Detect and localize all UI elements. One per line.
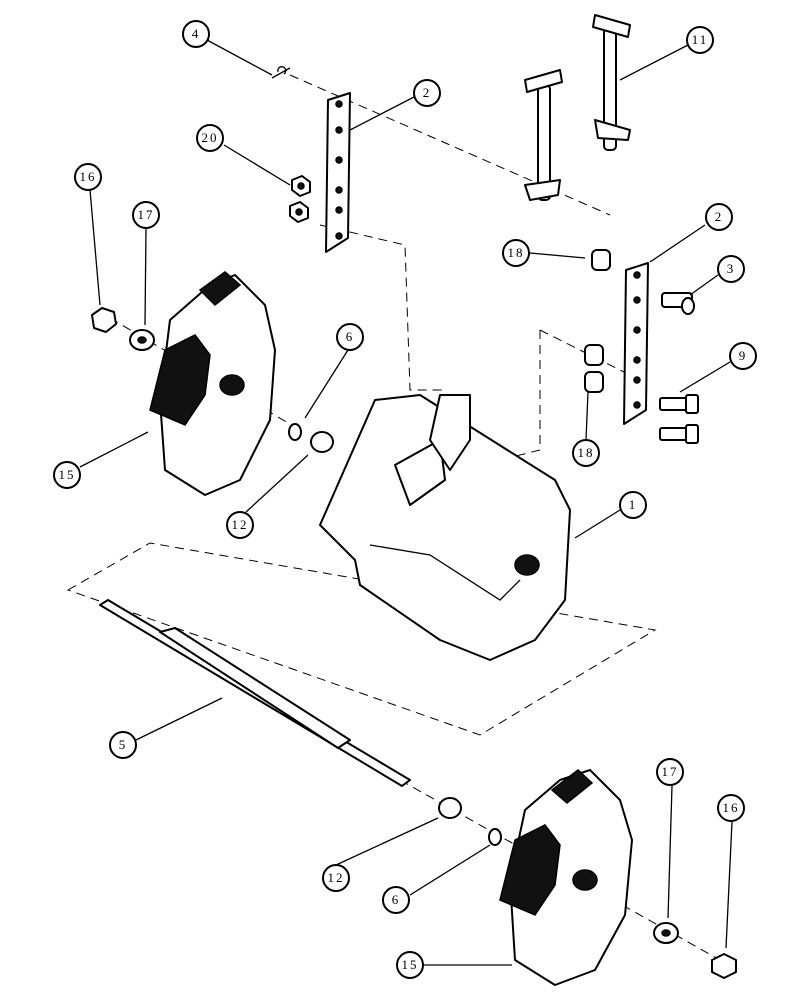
svg-text:4: 4: [192, 26, 201, 41]
svg-text:20: 20: [202, 130, 219, 145]
callout-12b: 12: [322, 864, 350, 892]
center-weight-block: [319, 394, 571, 661]
callout-16b: 16: [717, 794, 745, 822]
svg-text:15: 15: [59, 467, 76, 482]
callout-15b: 15: [396, 951, 424, 979]
callout-16a: 16: [74, 163, 102, 191]
svg-text:18: 18: [578, 445, 595, 460]
lock-pins: [524, 14, 631, 201]
svg-text:15: 15: [402, 957, 419, 972]
callout-2a: 2: [413, 79, 441, 107]
callout-17a: 17: [132, 201, 160, 229]
clevis-pin: [661, 292, 695, 315]
svg-text:16: 16: [80, 169, 97, 184]
svg-text:17: 17: [138, 207, 155, 222]
svg-text:6: 6: [392, 892, 401, 907]
callout-3: 3: [717, 255, 745, 283]
svg-text:2: 2: [715, 209, 724, 224]
svg-text:5: 5: [119, 737, 128, 752]
callout-17b: 17: [656, 758, 684, 786]
side-weight-upper: [149, 271, 276, 496]
bracket-plate-left: [325, 92, 351, 253]
bolts: [659, 394, 699, 444]
bushings: [584, 249, 611, 393]
callout-1: 1: [619, 491, 647, 519]
shaft: [99, 599, 411, 787]
svg-text:3: 3: [727, 261, 736, 276]
svg-text:18: 18: [508, 245, 525, 260]
leader-lines: [79, 39, 733, 966]
washers-rings: [91, 307, 737, 979]
svg-text:1: 1: [629, 497, 638, 512]
svg-text:9: 9: [739, 348, 748, 363]
svg-text:12: 12: [328, 870, 345, 885]
side-weight-lower: [499, 769, 633, 986]
callout-5: 5: [109, 731, 137, 759]
svg-text:17: 17: [662, 764, 679, 779]
callout-15a: 15: [53, 461, 81, 489]
bracket-plate-right: [623, 262, 649, 425]
svg-text:16: 16: [723, 800, 740, 815]
svg-text:2: 2: [423, 85, 432, 100]
svg-text:11: 11: [692, 32, 709, 47]
callout-6a: 6: [336, 323, 364, 351]
callout-18a: 18: [502, 239, 530, 267]
svg-text:12: 12: [232, 517, 249, 532]
callout-12a: 12: [226, 511, 254, 539]
callout-6b: 6: [382, 886, 410, 914]
clip-pin: [271, 66, 291, 79]
callout-9: 9: [729, 342, 757, 370]
callout-11: 11: [686, 26, 714, 54]
callout-20: 20: [196, 124, 224, 152]
callout-2b: 2: [705, 203, 733, 231]
lock-nuts: [289, 175, 311, 223]
callout-18b: 18: [572, 439, 600, 467]
callout-4: 4: [182, 20, 210, 48]
svg-text:6: 6: [346, 329, 355, 344]
